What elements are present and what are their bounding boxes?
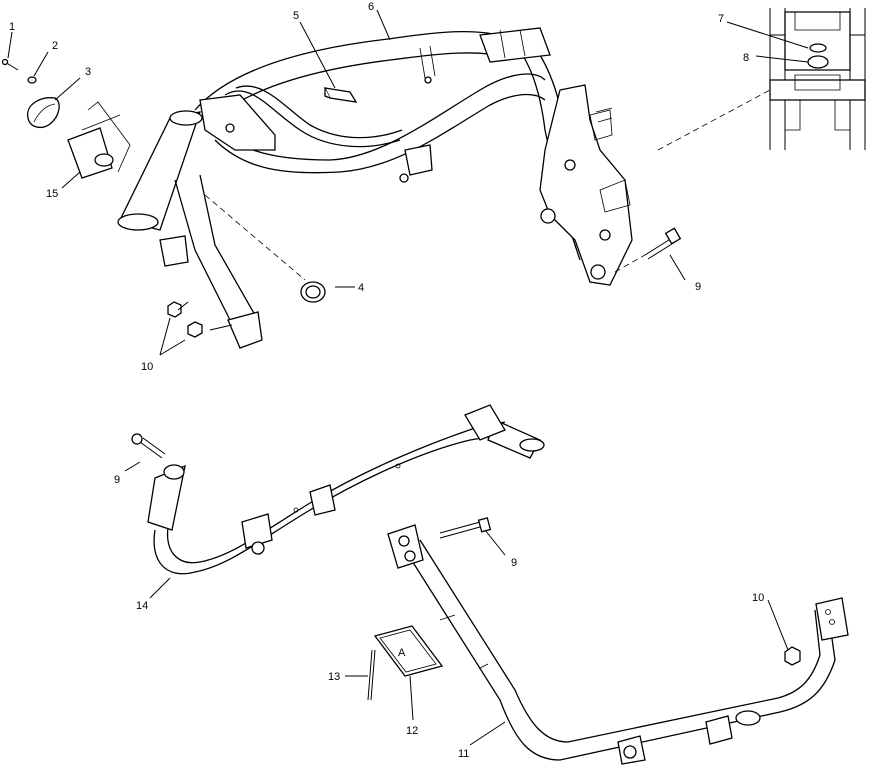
detail-inset [769, 8, 866, 150]
callout-1: 1 [9, 21, 15, 33]
callout-5: 5 [293, 10, 299, 22]
nut-part-10 [167, 301, 233, 338]
nut-part-10-low [784, 646, 801, 666]
callout-10-top: 10 [141, 361, 153, 373]
bolt-part-9-top [644, 227, 682, 260]
callout-labels: 1 2 3 15 5 6 7 8 4 10 9 9 14 9 10 13 12 … [9, 1, 764, 760]
bolt-part-9-mid [131, 433, 166, 459]
callout-9-low: 9 [511, 557, 517, 569]
callout-15: 15 [46, 188, 58, 200]
lower-frame-part-11 [387, 524, 849, 765]
leader-lines [7, 9, 809, 746]
strap-part-13 [367, 649, 376, 701]
callout-14: 14 [136, 600, 148, 612]
screw-part-1 [1, 58, 19, 71]
main-frame [117, 27, 771, 349]
callout-4: 4 [358, 282, 364, 294]
callout-7: 7 [718, 13, 724, 25]
decal-text: A [398, 647, 406, 659]
bolt-part-9-low [439, 517, 492, 539]
grommet-part-4 [300, 281, 326, 303]
sub-frame-part-14 [147, 404, 545, 575]
cap-part-3 [27, 97, 60, 129]
callout-10-low: 10 [752, 592, 764, 604]
callout-8: 8 [743, 52, 749, 64]
washer-part-2 [27, 76, 37, 84]
callout-11: 11 [458, 748, 469, 760]
lock-part-15 [67, 101, 131, 179]
callout-9-top: 9 [695, 281, 701, 293]
callout-6: 6 [368, 1, 374, 13]
callout-3: 3 [85, 66, 91, 78]
callout-13: 13 [328, 671, 340, 683]
callout-9-mid: 9 [114, 474, 120, 486]
bracket-part-5 [323, 87, 358, 103]
callout-12: 12 [406, 725, 418, 737]
callout-2: 2 [52, 40, 58, 52]
decal-part-12: A [373, 625, 444, 677]
